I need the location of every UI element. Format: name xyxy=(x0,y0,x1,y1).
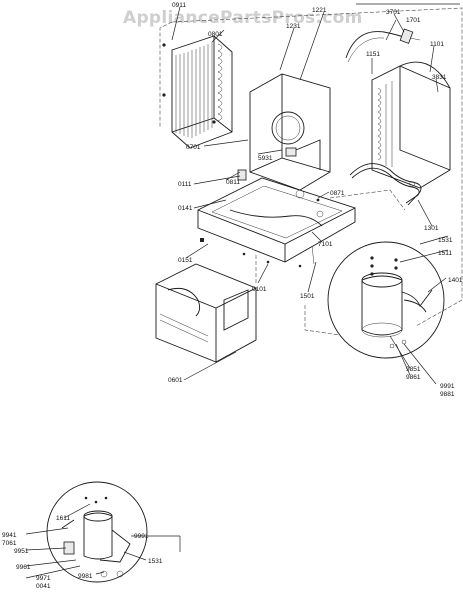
watermark-text: AppliancePartsPros.com xyxy=(123,8,363,28)
callout-0701: 0701 xyxy=(186,144,201,151)
callout-9881: 9881 xyxy=(440,391,455,398)
callout-0151: 0151 xyxy=(178,257,193,264)
callout-0871: 0871 xyxy=(330,190,345,197)
detail-callout-0041: 0041 xyxy=(36,583,51,590)
callout-0111: 0111 xyxy=(178,181,192,188)
detail-callout-9991: 9991 xyxy=(134,533,149,540)
callout-7101: 7101 xyxy=(318,241,333,248)
detail-callout-9971: 9971 xyxy=(36,575,51,582)
callout-0601: 0601 xyxy=(168,377,183,384)
callout-5931: 5931 xyxy=(258,155,273,162)
callout-3701: 3701 xyxy=(386,9,401,16)
detail-callout-9951: 9951 xyxy=(14,548,29,555)
callout-1301: 1301 xyxy=(424,225,439,232)
compressor-detail-circle xyxy=(327,241,445,359)
front-panel xyxy=(155,263,257,363)
callout-1511: 1511 xyxy=(438,250,452,257)
detail-callout-9981: 9981 xyxy=(78,573,93,580)
callout-9861: 9861 xyxy=(406,374,421,381)
detail-callout-9941: 9941 xyxy=(2,532,17,539)
detail-callout-1611: 1611 xyxy=(56,515,70,522)
thermostat-capillary xyxy=(345,28,421,63)
evaporator-coil xyxy=(371,61,451,189)
callout-1401: 1401 xyxy=(448,277,463,284)
callout-9851: 9851 xyxy=(406,366,421,373)
small-component xyxy=(237,147,297,181)
callout-1531: 1531 xyxy=(438,237,453,244)
callout-0101: 0101 xyxy=(252,286,267,293)
detail-callout-9961: 9961 xyxy=(16,564,31,571)
callout-0811: 0811 xyxy=(226,179,240,186)
fan-shroud xyxy=(249,73,331,191)
callout-1221: 1221 xyxy=(312,7,327,14)
callout-labels: 0911 0801 1221 1231 3701 1701 1101 1151 … xyxy=(2,2,463,590)
callout-0911: 0911 xyxy=(172,2,186,9)
callout-1151: 1151 xyxy=(366,51,380,58)
callout-1231: 1231 xyxy=(286,23,301,30)
fasteners xyxy=(200,238,315,268)
callout-3831: 3831 xyxy=(432,74,447,81)
compressor-detail-secondary xyxy=(46,481,148,583)
callout-0141: 0141 xyxy=(178,205,193,212)
callout-1101: 1101 xyxy=(430,41,444,48)
detail-callout-7061: 7061 xyxy=(2,540,17,547)
leader-lines xyxy=(25,6,449,579)
callout-0801: 0801 xyxy=(208,31,223,38)
callout-1501: 1501 xyxy=(300,293,315,300)
refrigerant-tubing xyxy=(349,163,422,206)
callout-9991: 9991 xyxy=(440,383,455,390)
assembly-boundary xyxy=(159,7,463,336)
callout-1701: 1701 xyxy=(406,17,421,24)
condenser-coil xyxy=(162,35,233,149)
detail-callout-1531: 1531 xyxy=(148,558,163,565)
base-pan xyxy=(197,177,356,263)
